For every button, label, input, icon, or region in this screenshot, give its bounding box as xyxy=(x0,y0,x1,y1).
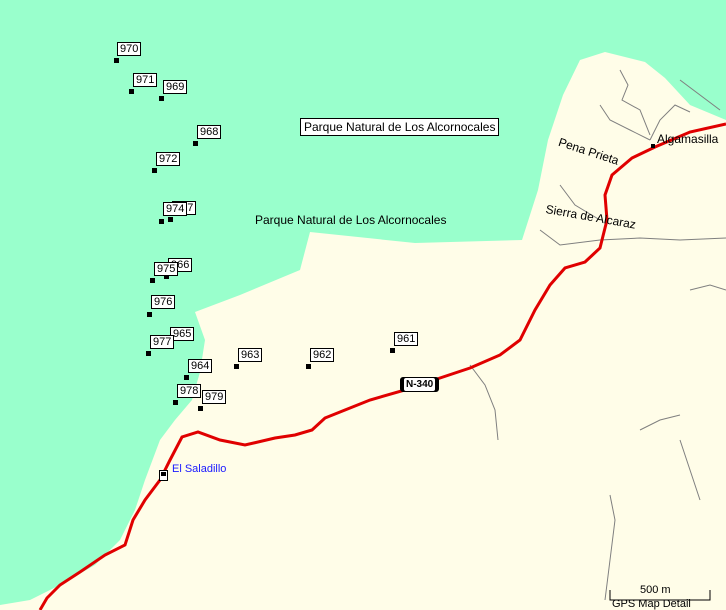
waypoint-label: 974 xyxy=(163,202,188,216)
waypoint-marker[interactable] xyxy=(114,58,119,63)
waypoint-marker[interactable] xyxy=(168,217,173,222)
waypoint-marker[interactable] xyxy=(129,89,134,94)
waypoint-marker[interactable] xyxy=(150,278,155,283)
scale-distance: 500 m xyxy=(640,584,671,596)
waypoint-label: 975 xyxy=(154,262,179,276)
park-name-label-boxed: Parque Natural de Los Alcornocales xyxy=(300,118,500,136)
park-name-label: Parque Natural de Los Alcornocales xyxy=(255,213,447,227)
waypoint-label: 962 xyxy=(310,348,335,362)
scale-bar xyxy=(609,590,711,601)
waypoint-marker[interactable] xyxy=(147,312,152,317)
waypoint-marker[interactable] xyxy=(234,364,239,369)
waypoint-marker[interactable] xyxy=(164,274,169,279)
waypoint-label: 976 xyxy=(151,295,176,309)
waypoint-label: 965 xyxy=(170,327,195,341)
waypoint-marker[interactable] xyxy=(198,406,203,411)
waypoint-marker[interactable] xyxy=(159,96,164,101)
waypoint-marker[interactable] xyxy=(152,168,157,173)
fuel-pump-icon[interactable] xyxy=(159,470,168,481)
waypoint-label: 972 xyxy=(156,152,181,166)
waypoint-label: 971 xyxy=(133,73,158,87)
waypoint-label: 979 xyxy=(202,390,227,404)
place-label-algamasilla: Algamasilla xyxy=(657,132,719,146)
poi-label-el-saladillo: El Saladillo xyxy=(172,463,227,475)
tracks xyxy=(469,69,726,601)
waypoint-label: 977 xyxy=(150,335,175,349)
waypoint-label: 969 xyxy=(163,80,188,94)
waypoint-marker[interactable] xyxy=(193,141,198,146)
waypoint-label: 970 xyxy=(117,42,142,56)
waypoint-label: 961 xyxy=(394,332,419,346)
road-shield-n340: N-340 xyxy=(400,377,440,392)
road-n340 xyxy=(38,122,726,610)
waypoint-label: 968 xyxy=(197,125,222,139)
waypoint-label: 964 xyxy=(188,359,213,373)
scale-caption: GPS Map Detail xyxy=(612,598,691,610)
waypoint-marker[interactable] xyxy=(390,348,395,353)
road-shield-label: N-340 xyxy=(404,378,436,391)
waypoint-marker[interactable] xyxy=(306,364,311,369)
waypoint-marker[interactable] xyxy=(184,375,189,380)
waypoint-label: 978 xyxy=(177,384,202,398)
waypoint-marker[interactable] xyxy=(159,219,164,224)
waypoint-marker[interactable] xyxy=(173,400,178,405)
waypoint-label: 963 xyxy=(238,348,263,362)
waypoint-marker[interactable] xyxy=(146,351,151,356)
place-marker-algamasilla[interactable] xyxy=(651,144,655,148)
